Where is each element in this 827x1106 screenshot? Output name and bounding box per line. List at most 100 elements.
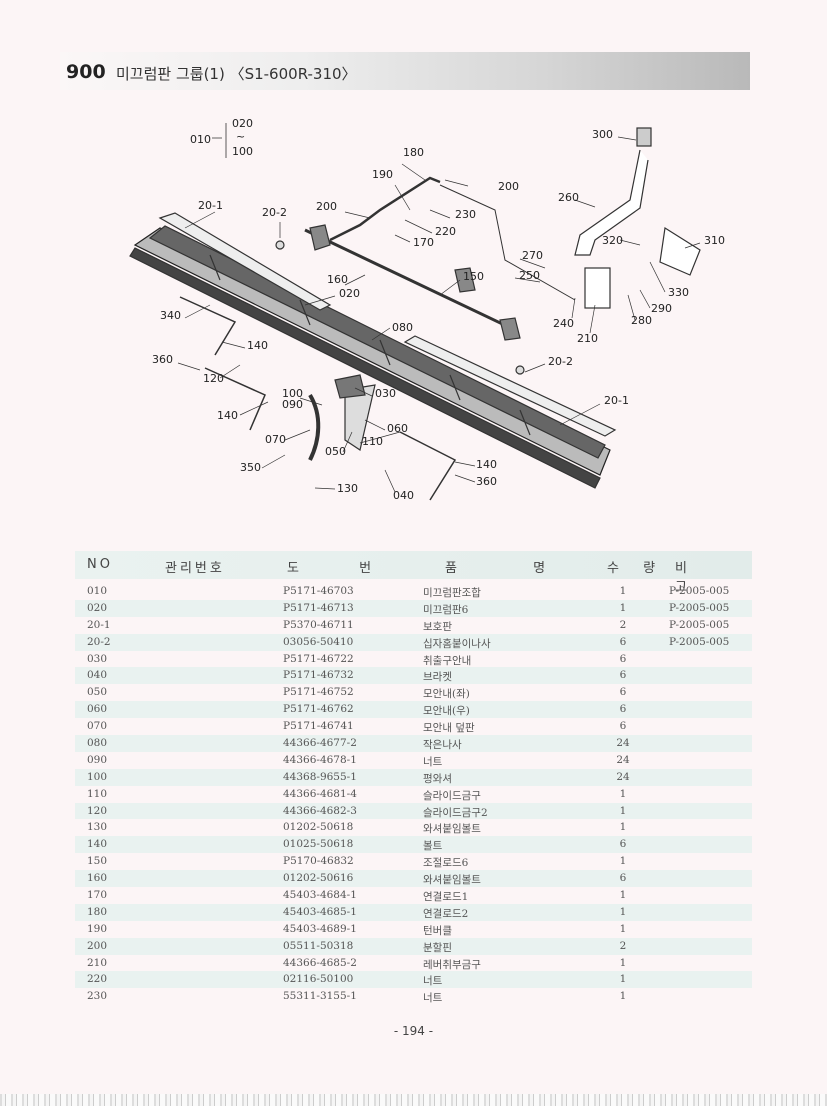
cell-no: 020 <box>87 601 108 614</box>
cell-no: 20-1 <box>87 618 111 631</box>
cell-drawing: 44366-4677-2 <box>283 737 357 750</box>
page-number: - 194 - <box>393 1024 434 1038</box>
section-title: 미끄럼판 그룹(1) 〈S1-600R-310〉 <box>116 65 357 83</box>
callout-label: 100 <box>282 387 303 400</box>
cell-name: 미끄럼판6 <box>423 603 469 616</box>
cell-drawing: 02116-50100 <box>283 973 354 986</box>
callout-label: 140 <box>476 458 497 471</box>
col-quantity: 수 량 <box>607 561 666 576</box>
exploded-parts-diagram: 010 020 ~ 100 300 180 190 200 260 20-1 2… <box>129 117 725 502</box>
callout-label: 020 <box>232 117 253 130</box>
cell-drawing: 45403-4689-1 <box>283 922 357 935</box>
bracket-plate <box>659 227 701 276</box>
cell-name: 연결로드2 <box>423 907 469 920</box>
callout-label: 350 <box>240 461 261 474</box>
cell-drawing: P5370-46711 <box>283 618 354 631</box>
cell-no: 070 <box>87 720 108 733</box>
cell-note: P-2005-005 <box>669 635 730 648</box>
adjust-rod <box>304 228 516 332</box>
col-no: NO <box>87 557 113 572</box>
callout-label: 280 <box>631 314 652 327</box>
cell-name: 슬라이드금구2 <box>423 806 488 819</box>
cell-qty: 24 <box>616 753 630 766</box>
callout-label: 040 <box>393 489 414 502</box>
callout-label: 130 <box>337 482 358 495</box>
cell-name: 너트 <box>423 992 443 1005</box>
section-title-banner: 900 미끄럼판 그룹(1) 〈S1-600R-310〉 <box>60 52 750 90</box>
table-row: 040 P5171-46732 브라켓 6 <box>75 667 752 685</box>
scan-edge <box>0 1094 827 1106</box>
cell-qty: 6 <box>619 669 627 682</box>
callout-label: 290 <box>651 302 672 315</box>
cell-drawing: P5171-46762 <box>283 703 354 716</box>
protect-plate-right <box>403 335 617 437</box>
lever <box>574 149 649 256</box>
callout-label: 270 <box>522 249 543 262</box>
cell-qty: 6 <box>619 720 627 733</box>
cell-name: 미끄럼판조합 <box>423 587 481 599</box>
parts-table-header: NO 관리번호 도 번 품 명 수 량 비 고 <box>75 551 752 595</box>
callout-label: 20-1 <box>604 394 629 407</box>
callout-label: 190 <box>372 168 393 181</box>
cell-qty: 6 <box>619 838 627 851</box>
cell-no: 030 <box>87 652 108 665</box>
callout-label: 030 <box>375 387 396 400</box>
cell-qty: 24 <box>616 770 630 783</box>
callout-label: 140 <box>247 339 268 352</box>
callout-label: 250 <box>519 269 540 282</box>
cell-name: 너트 <box>423 755 443 768</box>
cell-qty: 6 <box>619 686 627 699</box>
cell-name: 십자홈붙이나사 <box>423 637 491 650</box>
cell-drawing: P5171-46722 <box>283 652 354 665</box>
cell-drawing: 01025-50618 <box>283 838 354 851</box>
cell-drawing: P5170-46832 <box>283 855 354 868</box>
col-part-name: 품 명 <box>445 561 582 576</box>
cell-qty: 1 <box>619 855 627 868</box>
cell-no: 040 <box>87 669 108 682</box>
callout-label: 360 <box>476 475 497 488</box>
cell-qty: 6 <box>619 703 627 716</box>
callout-label: 160 <box>327 273 348 286</box>
callout-label: 300 <box>592 128 613 141</box>
callout-label: 240 <box>553 317 574 330</box>
table-row: 060 P5171-46762 모안내(우) 6 <box>75 701 752 719</box>
cell-name: 너트 <box>423 975 443 988</box>
cell-name: 모안내(우) <box>423 705 470 718</box>
cell-no: 060 <box>87 703 108 716</box>
callout-label: 20-2 <box>548 355 573 368</box>
cell-drawing: P5171-46732 <box>283 669 354 682</box>
cell-drawing: 03056-50410 <box>283 635 354 648</box>
cell-no: 230 <box>87 990 108 1003</box>
cell-qty: 1 <box>619 804 627 817</box>
cell-no: 100 <box>87 770 108 783</box>
cell-name: 브라켓 <box>423 671 452 684</box>
cell-qty: 1 <box>619 973 627 986</box>
callout-label: 200 <box>316 200 337 213</box>
cell-drawing: 55311-3155-1 <box>283 990 357 1003</box>
callout-label: 060 <box>387 422 408 435</box>
cell-drawing: P5171-46703 <box>283 585 354 597</box>
cell-name: 취출구안내 <box>423 654 472 667</box>
cell-drawing: 44366-4678-1 <box>283 753 357 766</box>
callout-label: 360 <box>152 353 173 366</box>
cell-name: 연결로드1 <box>423 891 469 904</box>
cell-qty: 1 <box>619 787 627 800</box>
cell-name: 모안내 덮판 <box>423 722 475 735</box>
cell-drawing: 05511-50318 <box>283 939 354 952</box>
cell-no: 010 <box>87 585 108 597</box>
cell-note: P-2005-005 <box>669 585 730 597</box>
